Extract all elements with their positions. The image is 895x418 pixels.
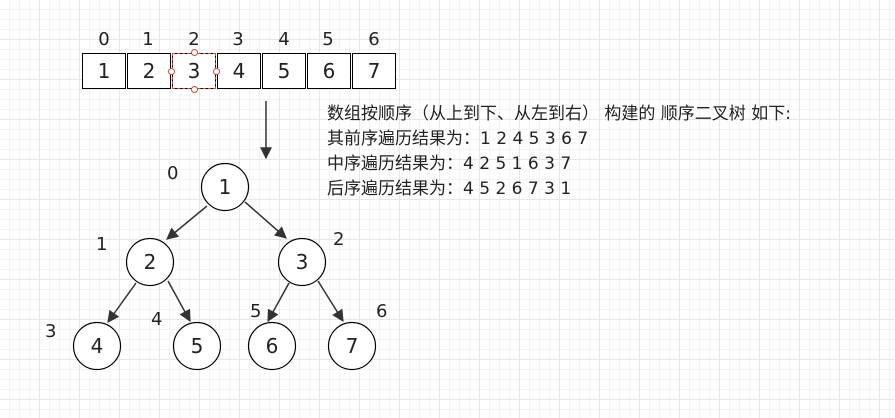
selection-handle-top[interactable] [191, 49, 198, 56]
tree-node-circle-1[interactable] [200, 162, 250, 212]
edge-1-3 [244, 201, 287, 239]
tree-node-value-2: 2 [143, 250, 157, 274]
tree-node-index-3: 3 [45, 321, 57, 342]
description-line-3: 中序遍历结果为：4 2 5 1 6 3 7 [327, 154, 572, 174]
tree-node-circle-4[interactable] [72, 321, 122, 371]
array-cell-1[interactable]: 2 [127, 53, 171, 89]
edge-1-2 [166, 205, 208, 240]
array-cell-6[interactable]: 7 [352, 53, 396, 89]
tree-node-circle-5[interactable] [172, 321, 222, 371]
array-index-6: 6 [368, 29, 380, 50]
edge-2-4 [107, 282, 137, 323]
tree-node-value-3: 3 [295, 250, 309, 274]
tree-node-circle-3[interactable] [277, 237, 327, 287]
edge-3-6 [267, 282, 290, 323]
tree-node-index-6: 6 [376, 301, 388, 322]
selection-handle-left[interactable] [168, 68, 175, 75]
tree-node-index-0: 0 [167, 163, 179, 184]
tree-node-index-5: 5 [250, 301, 262, 322]
array-index-3: 3 [232, 29, 244, 50]
tree-node-index-2: 2 [333, 229, 345, 250]
selection-handle-right[interactable] [213, 68, 220, 75]
tree-node-value-1: 1 [218, 175, 232, 199]
array-index-4: 4 [278, 29, 290, 50]
array-index-5: 5 [322, 29, 334, 50]
tree-node-value-7: 7 [345, 334, 359, 358]
tree-node-value-4: 4 [90, 334, 104, 358]
description-line-1: 数组按顺序（从上到下、从左到右） 构建的 顺序二叉树 如下: [327, 104, 791, 124]
array-cell-4[interactable]: 5 [262, 53, 306, 89]
tree-node-index-1: 1 [96, 234, 108, 255]
array-index-0: 0 [98, 29, 110, 50]
array-cell-0[interactable]: 1 [82, 53, 126, 89]
selection-handle-bottom[interactable] [191, 86, 198, 93]
edge-3-7 [317, 280, 344, 323]
tree-node-circle-6[interactable] [247, 321, 297, 371]
tree-node-value-5: 5 [190, 334, 204, 358]
array-index-1: 1 [142, 29, 154, 50]
tree-node-circle-2[interactable] [125, 237, 175, 287]
edge-2-5 [167, 280, 191, 323]
description-line-2: 其前序遍历结果为：1 2 4 5 3 6 7 [327, 129, 589, 149]
tree-node-value-6: 6 [265, 334, 279, 358]
tree-node-circle-7[interactable] [327, 321, 377, 371]
description-line-4: 后序遍历结果为：4 5 2 6 7 3 1 [327, 179, 572, 199]
array-index-2: 2 [188, 29, 200, 50]
tree-node-index-4: 4 [151, 309, 163, 330]
array-cell-5[interactable]: 6 [307, 53, 351, 89]
